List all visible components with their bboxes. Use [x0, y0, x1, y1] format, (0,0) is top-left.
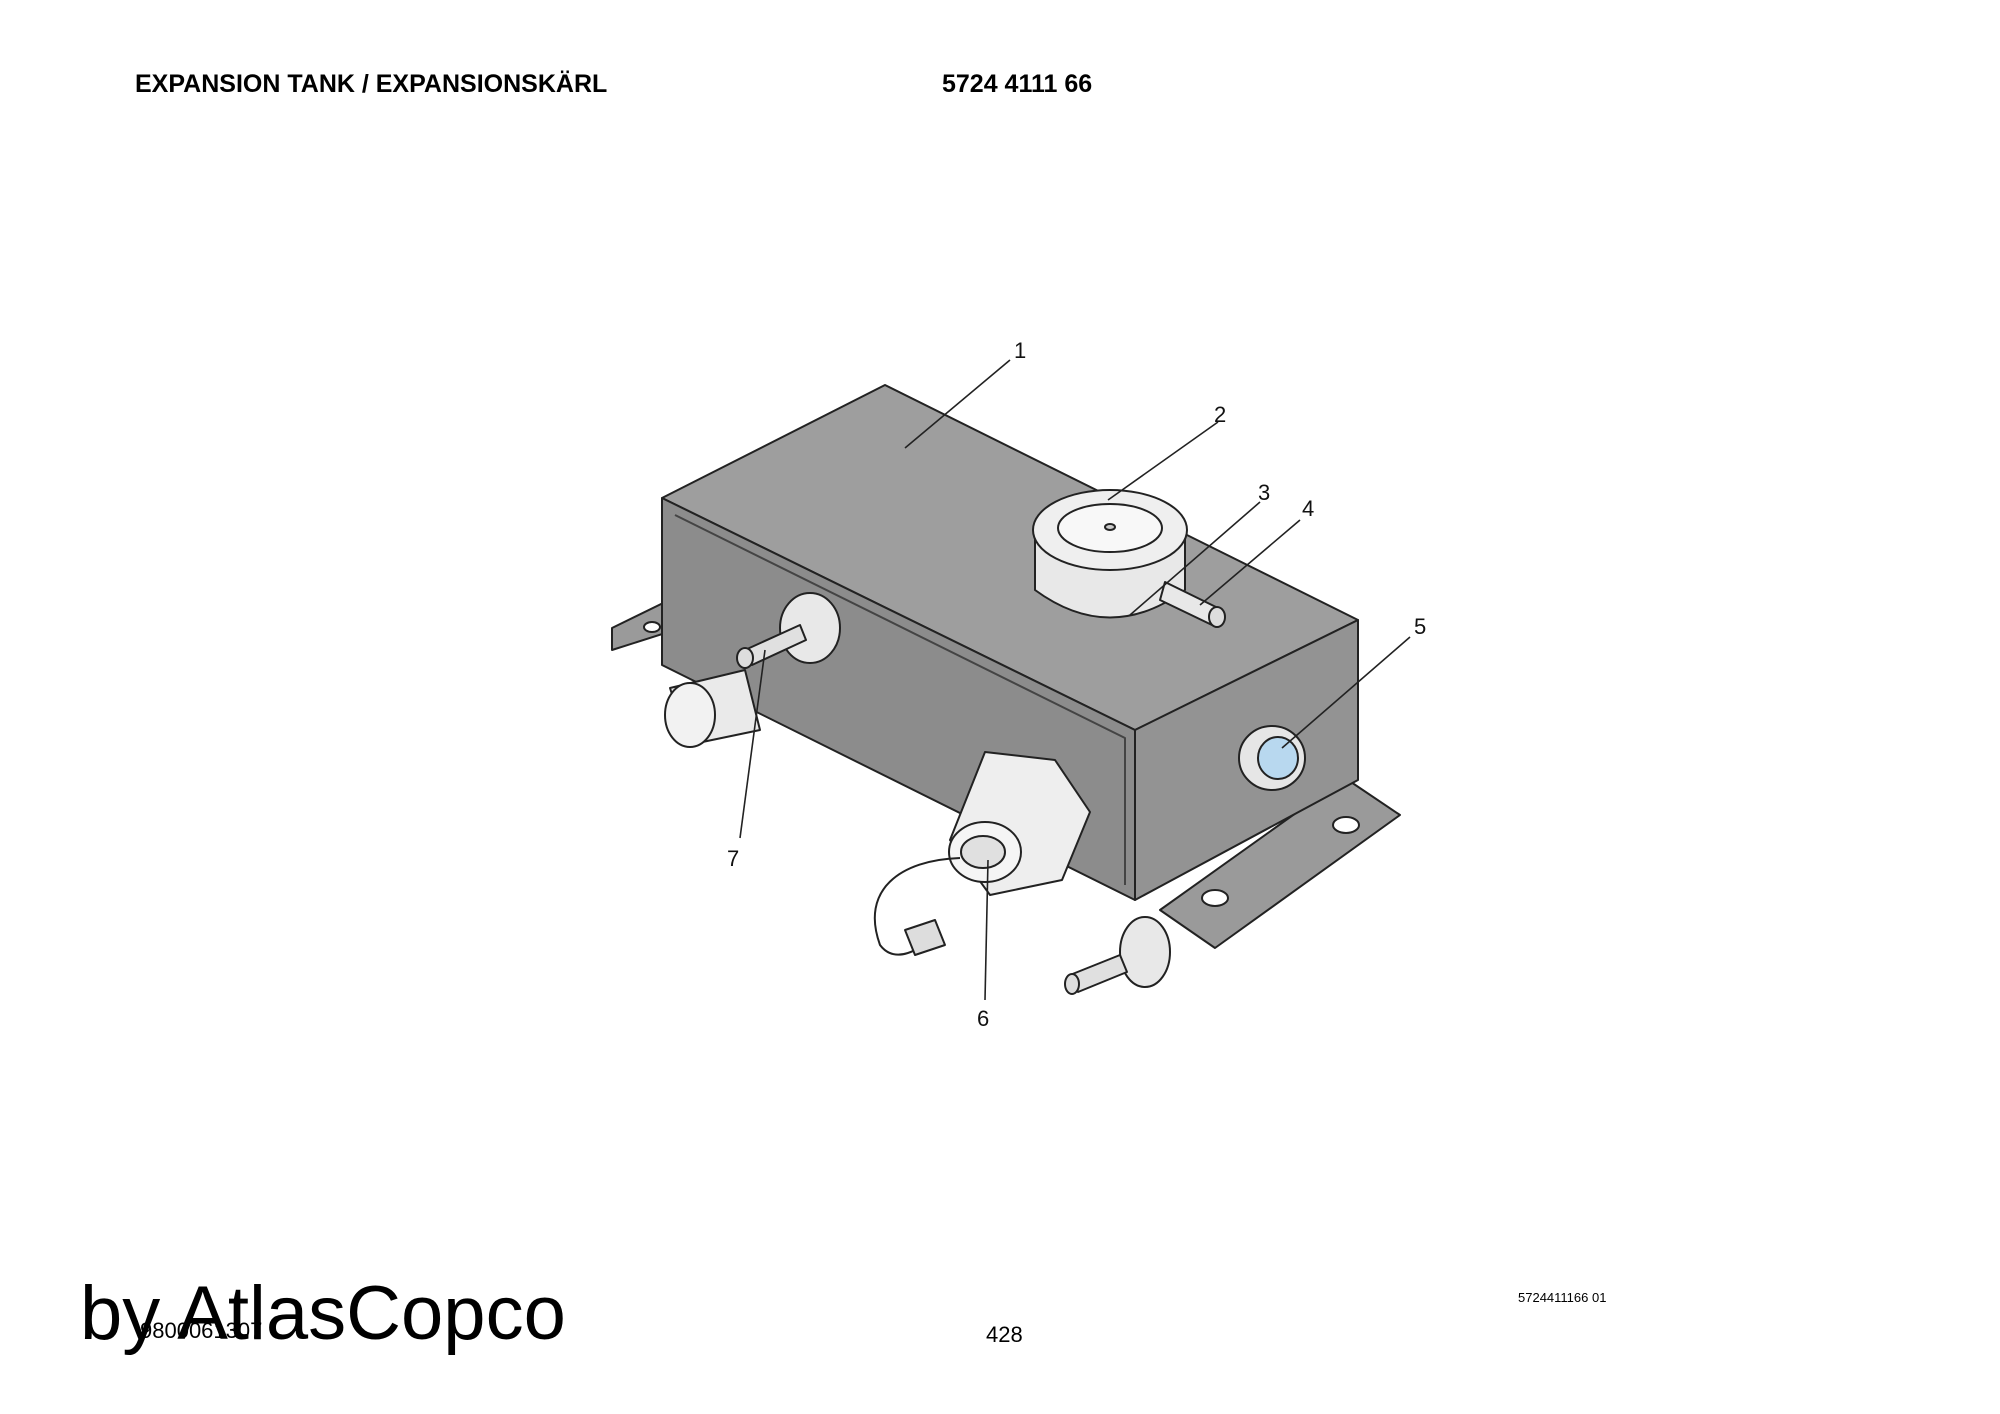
watermark-text: by AtlasCopco [80, 1271, 566, 1356]
callout-3: 3 [1258, 480, 1270, 505]
leader-line-7 [739, 649, 766, 839]
page-number: 428 [986, 1322, 1023, 1347]
drawing-reference: 5724411166 01 [1518, 1290, 1607, 1305]
callout-6: 6 [977, 1006, 989, 1031]
callout-4: 4 [1302, 496, 1314, 521]
leader-line-5 [1281, 636, 1411, 749]
callout-7: 7 [727, 846, 739, 871]
nut-fitting [873, 751, 1091, 956]
callout-1: 1 [1014, 338, 1026, 363]
leader-line-1 [904, 359, 1011, 449]
hose-nipple-top [1159, 581, 1226, 628]
document-number: 9800061307 [140, 1318, 263, 1343]
page-title: EXPANSION TANK / EXPANSIONSKÄRL [135, 70, 608, 98]
callout-2: 2 [1214, 402, 1226, 427]
leader-line-6 [984, 859, 989, 1001]
hose-nipple-left [664, 592, 841, 748]
part-number: 5724 4111 66 [942, 70, 1093, 98]
leader-line-3 [1129, 501, 1261, 616]
leader-line-2 [1107, 421, 1219, 501]
leader-line-4 [1199, 519, 1301, 606]
callout-5: 5 [1414, 614, 1426, 639]
hose-nipple-bottom [1064, 916, 1171, 995]
